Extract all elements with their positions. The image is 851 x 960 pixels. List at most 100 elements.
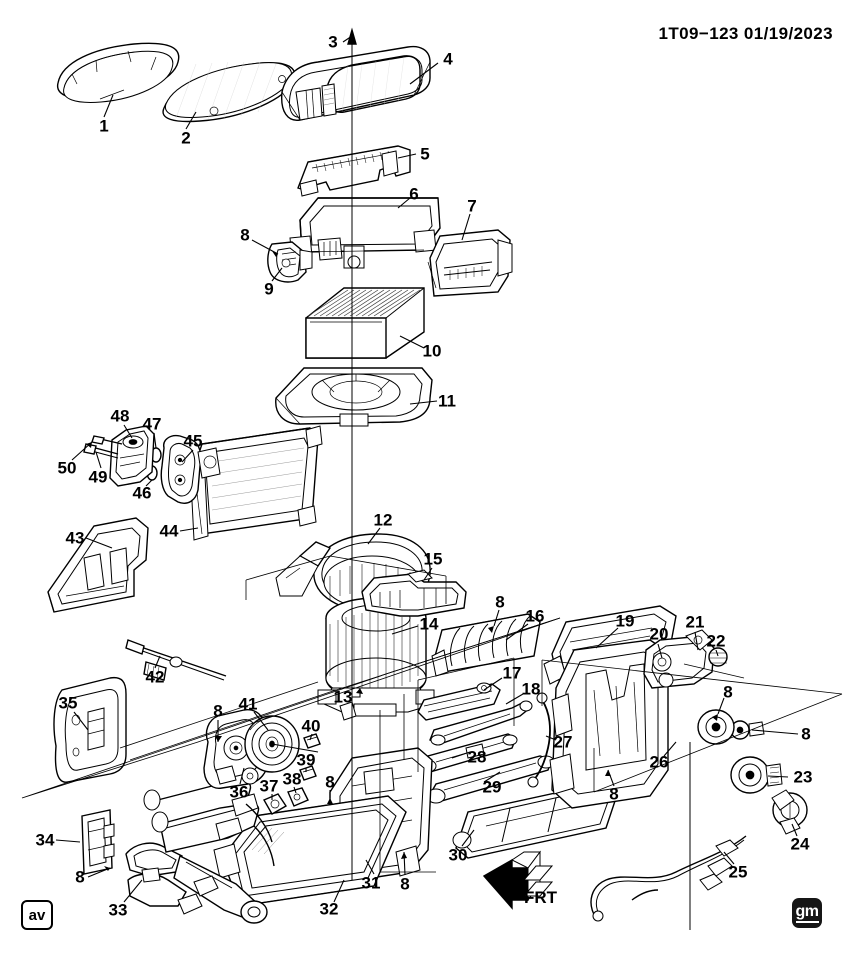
callout-37: 37 <box>259 776 279 796</box>
part-29-actuator-rod-lower <box>427 756 554 803</box>
callout-5: 5 <box>420 144 430 164</box>
part-11-blower-housing-base <box>276 368 432 426</box>
callout-45: 45 <box>183 431 203 451</box>
callout-27: 27 <box>553 732 573 752</box>
callout-8b: 8 <box>495 592 505 612</box>
callout-30: 30 <box>448 845 468 865</box>
callout-40: 40 <box>301 716 321 736</box>
diagram-header-code: 1T09−123 01/19/2023 <box>658 24 833 43</box>
callout-arrowheads <box>86 251 718 871</box>
part-7-hvac-control-module <box>428 230 512 296</box>
callout-49: 49 <box>88 467 108 487</box>
part-25-wiring-harness <box>591 836 746 921</box>
callout-14: 14 <box>419 614 439 634</box>
callout-16: 16 <box>525 606 545 626</box>
callout-43: 43 <box>65 528 85 548</box>
callout-33: 33 <box>108 900 128 920</box>
callout-39: 39 <box>296 750 316 770</box>
grouping-reference-boxes <box>22 556 842 872</box>
part-42-control-rod <box>126 640 226 680</box>
callout-10: 10 <box>422 341 442 361</box>
callout-8f: 8 <box>609 784 619 804</box>
callout-8c: 8 <box>723 682 733 702</box>
part-6-filter-frame <box>290 198 440 268</box>
callout-11: 11 <box>438 391 456 411</box>
part-26-hvac-case-body <box>550 640 668 808</box>
svg-text:FRT: FRT <box>524 888 558 907</box>
callout-4: 4 <box>443 49 453 69</box>
callout-23: 23 <box>793 767 813 787</box>
gm-logo-text: gm <box>795 903 819 923</box>
callout-50: 50 <box>57 458 77 478</box>
callout-26: 26 <box>649 752 669 772</box>
callout-44: 44 <box>159 521 179 541</box>
part-16-evaporator-core <box>432 614 540 676</box>
callout-15: 15 <box>423 549 443 569</box>
part-23-vacuum-actuator <box>731 757 782 793</box>
callout-1: 1 <box>99 116 109 136</box>
callout-28: 28 <box>467 747 487 767</box>
part-2-grille-screen <box>163 62 295 121</box>
part-5-mounting-bracket <box>298 146 410 196</box>
callout-32: 32 <box>319 899 339 919</box>
callout-13: 13 <box>333 687 353 707</box>
callout-42: 42 <box>145 667 165 687</box>
callout-17: 17 <box>502 663 522 683</box>
callout-19: 19 <box>615 611 635 631</box>
part-44-evaporator-core-main <box>190 426 322 540</box>
av-badge: av <box>21 900 53 930</box>
part-50-refrigerant-line <box>92 436 122 444</box>
callout-38: 38 <box>282 769 302 789</box>
part-37-clip <box>264 794 286 814</box>
part-24-temperature-sensor <box>772 790 807 834</box>
part-17-link-rod <box>418 683 500 720</box>
callout-leader-lines <box>56 36 798 902</box>
part-35-insulator-pad <box>54 678 126 783</box>
callout-29: 29 <box>482 777 502 797</box>
part-39-screw <box>300 766 316 780</box>
callout-21: 21 <box>685 612 705 632</box>
part-9-actuator-motor <box>268 242 312 282</box>
part-20-linkage-plate <box>644 630 727 688</box>
callout-9: 9 <box>264 279 274 299</box>
callout-41: 41 <box>238 694 258 714</box>
callout-20: 20 <box>649 624 669 644</box>
callout-8g: 8 <box>75 867 85 887</box>
callout-22: 22 <box>706 631 726 651</box>
callout-36: 36 <box>229 782 249 802</box>
front-orientation-marker: FRT <box>484 852 558 908</box>
part-18-link-rod-secondary <box>430 701 532 745</box>
callout-47: 47 <box>142 414 162 434</box>
callout-8h: 8 <box>325 772 335 792</box>
part-4-upper-duct-assembly <box>282 47 430 121</box>
part-40-screw <box>304 734 320 748</box>
part-48-valve-block <box>110 426 154 486</box>
gm-logo-badge: gm <box>792 898 822 928</box>
callout-6: 6 <box>409 184 419 204</box>
callout-8e: 8 <box>400 874 410 894</box>
callout-8i: 8 <box>213 701 223 721</box>
callout-2: 2 <box>181 128 191 148</box>
callout-34: 34 <box>35 830 55 850</box>
part-34-retainer-bracket <box>82 810 114 874</box>
part-33-heater-hose-assembly <box>126 843 267 923</box>
callout-46: 46 <box>132 483 152 503</box>
callout-24: 24 <box>790 834 810 854</box>
part-41-blower-wheel-disc <box>245 716 318 772</box>
part-10-cabin-air-filter <box>306 288 424 358</box>
callout-8a: 8 <box>240 225 250 245</box>
callout-12: 12 <box>373 510 393 530</box>
callout-25: 25 <box>728 862 748 882</box>
part-43-dash-insulator <box>48 518 148 612</box>
part-15-blower-resistor <box>362 570 466 616</box>
callout-7: 7 <box>467 196 477 216</box>
callout-18: 18 <box>521 679 541 699</box>
callout-35: 35 <box>58 693 78 713</box>
part-8-fasteners <box>698 710 764 744</box>
callout-48: 48 <box>110 406 130 426</box>
part-1-vent-bezel <box>58 43 179 102</box>
part-38-clip <box>288 788 308 806</box>
callout-31: 31 <box>361 873 381 893</box>
